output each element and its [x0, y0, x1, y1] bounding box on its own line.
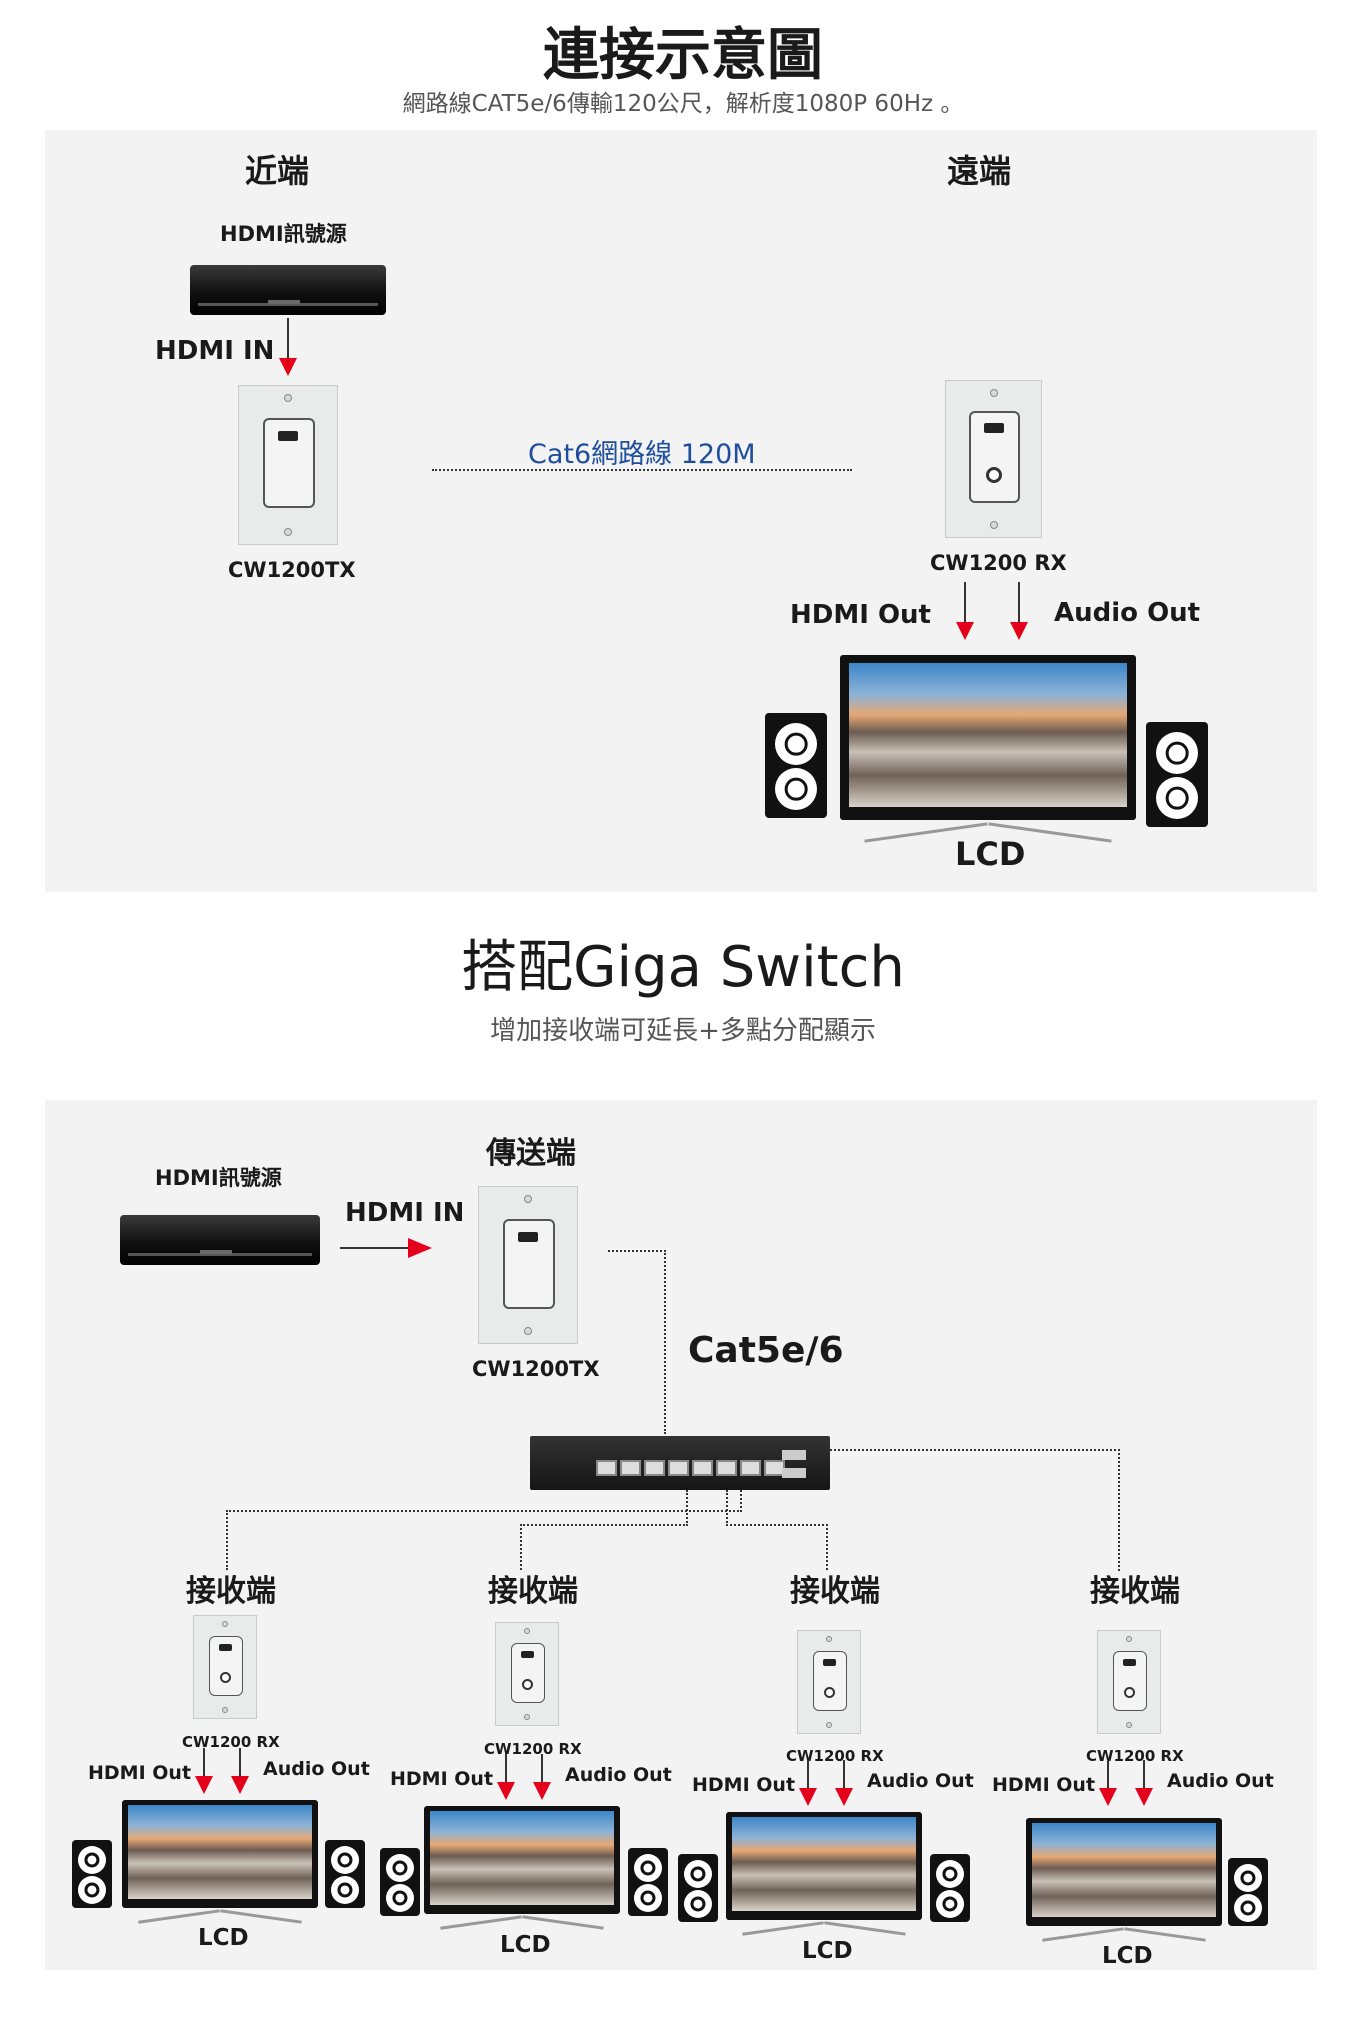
rx-wallplate-icon [797, 1630, 861, 1734]
rx-wallplate-icon [945, 380, 1042, 538]
speaker-left-icon [765, 713, 827, 818]
page-title: 連接示意圖 [543, 23, 823, 88]
tx-model-label-2: CW1200TX [472, 1357, 600, 1381]
player-icon [190, 265, 386, 315]
tx-model-label: CW1200TX [228, 558, 356, 582]
rx-wallplate-icon [1097, 1630, 1161, 1734]
speaker-right-icon [1228, 1858, 1268, 1926]
lcd-label: LCD [1102, 1943, 1153, 1969]
hdmi-in-arrowhead-2 [408, 1238, 432, 1258]
cable-r2-v1 [686, 1490, 688, 1526]
tv-icon [1026, 1818, 1222, 1942]
speaker-left-icon [380, 1848, 420, 1916]
audio-out-arrow [835, 1760, 853, 1806]
cable-r1-v2 [226, 1510, 228, 1570]
rx-model-label: CW1200 RX [182, 1733, 280, 1751]
receiver-title: 接收端 [488, 1574, 578, 1609]
audio-out-arrow [533, 1754, 551, 1800]
speaker-left-icon [72, 1840, 112, 1908]
audio-out-label: Audio Out [867, 1770, 974, 1792]
switch-icon [530, 1436, 830, 1490]
rx-model-label: CW1200 RX [930, 551, 1067, 575]
hdmi-out-arrow [956, 582, 974, 640]
rx-model-label: CW1200 RX [484, 1740, 582, 1758]
audio-out-label: Audio Out [1167, 1770, 1274, 1792]
speaker-right-icon [628, 1848, 668, 1916]
tv-icon [840, 655, 1136, 843]
cable-tx-v [664, 1250, 666, 1434]
hdmi-out-arrow [195, 1748, 213, 1794]
hdmi-in-label: HDMI IN [155, 336, 275, 366]
player-icon-2 [120, 1215, 320, 1265]
receiver-title: 接收端 [186, 1574, 276, 1609]
receiver-title: 接收端 [790, 1574, 880, 1609]
cable-tx-h [608, 1250, 666, 1252]
hdmi-out-label: HDMI Out [390, 1768, 494, 1790]
tx-wallplate-icon [238, 385, 338, 545]
cable-line [432, 469, 852, 471]
hdmi-out-label: HDMI Out [88, 1762, 192, 1784]
section-2-title: 搭配Giga Switch [461, 935, 905, 1000]
speaker-right-icon [325, 1840, 365, 1908]
audio-out-arrow [1010, 582, 1028, 640]
cable-r1-h [226, 1510, 742, 1512]
lcd-label: LCD [198, 1925, 249, 1951]
hdmi-out-arrow [497, 1754, 515, 1800]
hdmi-out-label: HDMI Out [992, 1774, 1096, 1796]
near-end-label: 近端 [245, 152, 310, 190]
rx-model-label: CW1200 RX [1086, 1747, 1184, 1765]
cable-sw-right-v [1118, 1449, 1120, 1571]
hdmi-source-label-2: HDMI訊號源 [155, 1166, 282, 1190]
cable-r3-v2 [826, 1524, 828, 1570]
hdmi-out-label: HDMI Out [692, 1774, 796, 1796]
tx-wallplate-icon-2 [478, 1186, 578, 1344]
audio-out-arrow [1135, 1760, 1153, 1806]
audio-out-label: Audio Out [1054, 598, 1201, 628]
lcd-label: LCD [500, 1932, 551, 1958]
hdmi-source-label: HDMI訊號源 [220, 222, 347, 246]
section-2-subtitle: 增加接收端可延長+多點分配顯示 [490, 1016, 876, 1046]
speaker-right-icon [930, 1854, 970, 1922]
rx-model-label: CW1200 RX [786, 1747, 884, 1765]
tv-icon [424, 1806, 620, 1930]
sender-label: 傳送端 [486, 1136, 576, 1171]
lcd-label: LCD [955, 835, 1026, 873]
hdmi-in-label-2: HDMI IN [345, 1198, 465, 1228]
cable-label-2: Cat5e/6 [688, 1330, 844, 1371]
cable-r2-h [520, 1524, 688, 1526]
hdmi-in-arrow [279, 318, 297, 376]
rx-wallplate-icon [193, 1615, 257, 1719]
lcd-label: LCD [802, 1938, 853, 1964]
hdmi-out-arrow [799, 1760, 817, 1806]
speaker-left-icon [678, 1854, 718, 1922]
page-subtitle: 網路線CAT5e/6傳輸120公尺，解析度1080P 60Hz 。 [402, 91, 964, 117]
tv-icon [726, 1812, 922, 1936]
hdmi-out-arrow [1099, 1760, 1117, 1806]
audio-out-label: Audio Out [263, 1758, 370, 1780]
cable-r2-v2 [520, 1524, 522, 1570]
audio-out-arrow [231, 1748, 249, 1794]
cable-sw-right-h [830, 1449, 1120, 1451]
audio-out-label: Audio Out [565, 1764, 672, 1786]
cable-r3-h [726, 1524, 828, 1526]
far-end-label: 遠端 [947, 152, 1012, 190]
hdmi-out-label: HDMI Out [790, 600, 931, 630]
tv-icon [122, 1800, 318, 1924]
cable-r3-v1 [726, 1490, 728, 1526]
hdmi-in-arrow-2 [340, 1247, 408, 1249]
rx-wallplate-icon [495, 1622, 559, 1726]
speaker-right-icon [1146, 722, 1208, 827]
cable-label: Cat6網路線 120M [528, 439, 756, 470]
receiver-title: 接收端 [1090, 1574, 1180, 1609]
cable-r1-v1 [740, 1490, 742, 1512]
